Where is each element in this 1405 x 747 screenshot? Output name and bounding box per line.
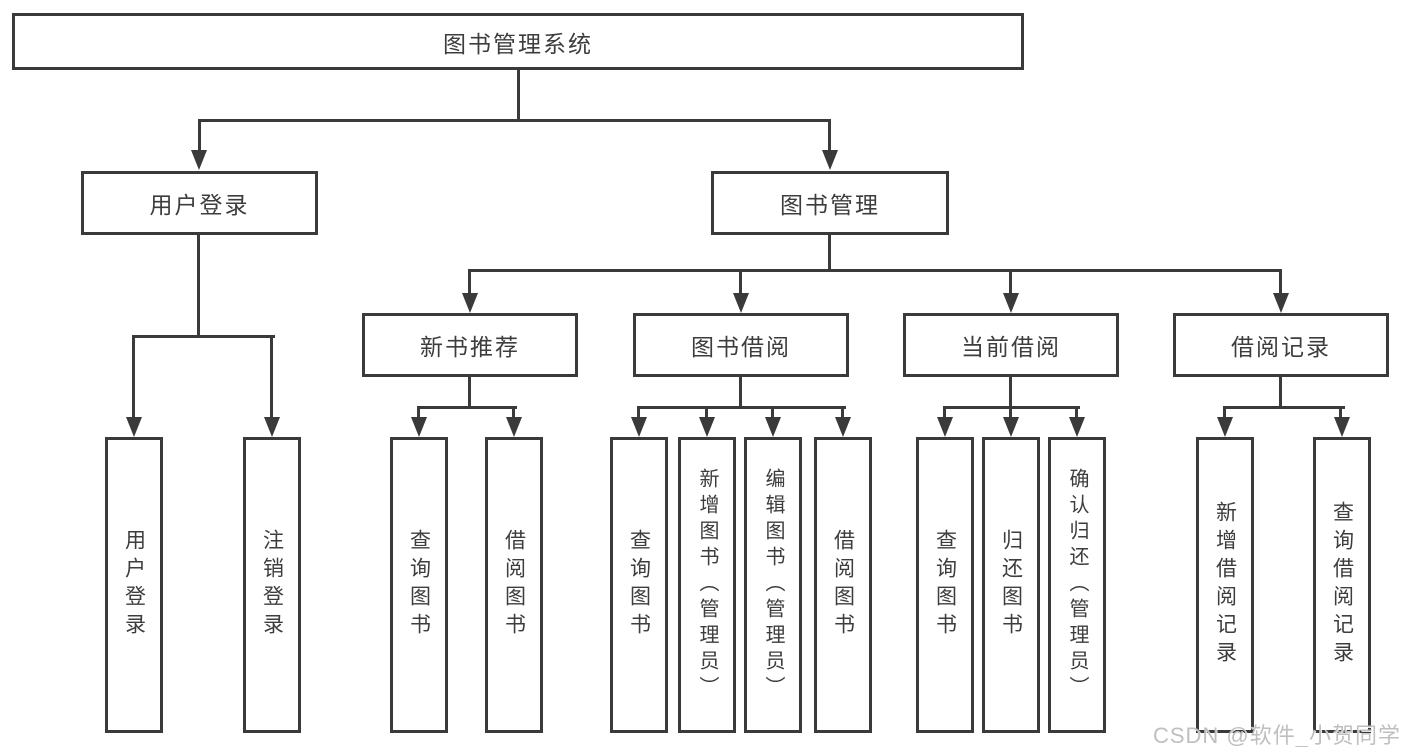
arrow-down-icon (733, 293, 749, 313)
leaf-edit-books-admin: 编辑图书（管理员） (744, 437, 802, 733)
connector-stub (468, 269, 471, 295)
arrow-down-icon (126, 417, 142, 437)
connector-stub (637, 406, 640, 420)
node-label: 归还图书 (999, 529, 1023, 641)
connector-stub (417, 406, 420, 420)
connector-stub (943, 406, 946, 420)
leaf-query-books-current: 查询图书 (916, 437, 974, 733)
node-label: 新增借阅记录 (1213, 501, 1237, 669)
node-label: 查询图书 (627, 529, 651, 641)
leaf-query-borrow-record: 查询借阅记录 (1313, 437, 1371, 733)
node-book-borrowing: 图书借阅 (633, 313, 849, 377)
leaf-return-books: 归还图书 (982, 437, 1040, 733)
node-current-borrowing: 当前借阅 (903, 313, 1119, 377)
arrow-down-icon (835, 417, 851, 437)
node-borrowing-records: 借阅记录 (1173, 313, 1389, 377)
node-label: 图书借阅 (691, 334, 791, 360)
connector-mgmt-trunk (828, 234, 831, 272)
connector-cross (637, 406, 846, 409)
node-label: 用户登录 (149, 192, 250, 218)
node-label: 注销登录 (260, 529, 284, 641)
connector-trunk (1009, 376, 1012, 409)
connector-stub (270, 335, 273, 419)
connector-stub (841, 406, 844, 420)
connector-trunk (468, 376, 471, 409)
arrow-down-icon (1069, 417, 1085, 437)
arrow-down-icon (937, 417, 953, 437)
node-label: 确认归还（管理员） (1066, 468, 1088, 702)
node-label: 新书推荐 (420, 334, 520, 360)
arrow-down-icon (411, 417, 427, 437)
node-label: 借阅图书 (831, 529, 855, 641)
arrow-down-icon (1217, 417, 1233, 437)
arrow-down-icon (1003, 293, 1019, 313)
arrow-down-icon (765, 417, 781, 437)
node-book-management: 图书管理 (711, 171, 949, 235)
node-new-book-recommend: 新书推荐 (362, 313, 578, 377)
leaf-add-books-admin: 新增图书（管理员） (678, 437, 736, 733)
arrow-down-icon (822, 150, 838, 170)
node-label: 编辑图书（管理员） (762, 468, 784, 702)
connector-stub (132, 335, 135, 419)
node-label: 用户登录 (122, 529, 146, 641)
connector-cross (1223, 406, 1345, 409)
connector-login-trunk (197, 234, 200, 338)
connector-stub (512, 406, 515, 420)
connector-stub (828, 119, 831, 152)
connector-trunk (739, 376, 742, 409)
node-label: 查询图书 (933, 529, 957, 641)
connector-stub (1339, 406, 1342, 420)
connector-stub (198, 119, 201, 152)
node-label: 查询借阅记录 (1330, 501, 1354, 669)
leaf-borrow-books: 借阅图书 (814, 437, 872, 733)
node-user-login: 用户登录 (81, 171, 318, 235)
arrow-down-icon (1334, 417, 1350, 437)
connector-stub (705, 406, 708, 420)
leaf-query-books-borrowing: 查询图书 (610, 437, 668, 733)
node-system-root: 图书管理系统 (12, 13, 1024, 70)
leaf-confirm-return-admin: 确认归还（管理员） (1048, 437, 1106, 733)
arrow-down-icon (1273, 293, 1289, 313)
connector-cross (417, 406, 517, 409)
arrow-down-icon (506, 417, 522, 437)
connector-root-trunk (517, 69, 520, 122)
leaf-user-login: 用户登录 (105, 437, 163, 733)
node-label: 查询图书 (407, 529, 431, 641)
connector-stub (1009, 406, 1012, 420)
connector-stub (771, 406, 774, 420)
connector-stub (1009, 269, 1012, 295)
leaf-logout: 注销登录 (243, 437, 301, 733)
connector-mgmt-cross (468, 269, 1282, 272)
connector-stub (1075, 406, 1078, 420)
leaf-add-borrow-record: 新增借阅记录 (1196, 437, 1254, 733)
node-label: 借阅图书 (502, 529, 526, 641)
connector-stub (1223, 406, 1226, 420)
connector-root-cross (198, 119, 831, 122)
connector-stub (1279, 269, 1282, 295)
connector-login-cross (132, 335, 275, 338)
connector-trunk (1279, 376, 1282, 409)
csdn-watermark: CSDN @软件_小贺同学 (1152, 723, 1401, 747)
arrow-down-icon (1003, 417, 1019, 437)
node-label: 借阅记录 (1231, 334, 1331, 360)
arrow-down-icon (631, 417, 647, 437)
arrow-down-icon (699, 417, 715, 437)
node-label: 当前借阅 (961, 334, 1061, 360)
leaf-query-books-recommend: 查询图书 (390, 437, 448, 733)
node-label: 新增图书（管理员） (696, 468, 718, 702)
arrow-down-icon (264, 417, 280, 437)
connector-stub (739, 269, 742, 295)
leaf-borrow-books-recommend: 借阅图书 (485, 437, 543, 733)
arrow-down-icon (191, 150, 207, 170)
node-label: 图书管理系统 (443, 30, 593, 57)
node-label: 图书管理 (780, 192, 880, 218)
arrow-down-icon (462, 293, 478, 313)
